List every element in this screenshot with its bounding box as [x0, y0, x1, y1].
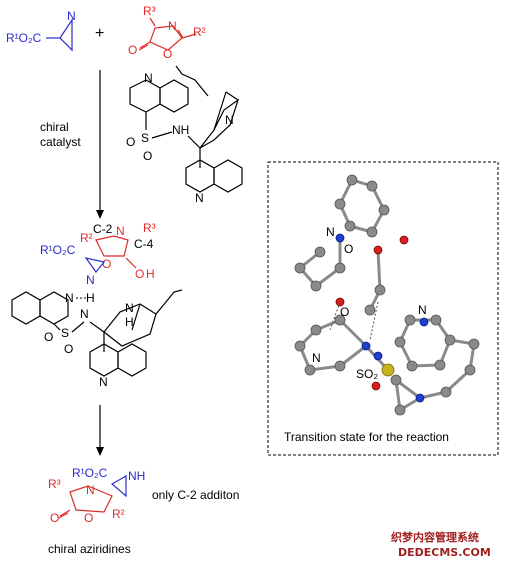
watermark-line1: 织梦内容管理系统 — [391, 530, 479, 544]
oxazolone-r2-label: R² — [193, 25, 206, 39]
ts-c2-label: C-2 — [93, 222, 113, 236]
ts3d-n2-label: N — [312, 351, 321, 365]
ts3d-caption: Transition state for the reaction — [284, 430, 449, 444]
oxazolone-r3-label: R³ — [143, 4, 156, 18]
product-r2-label: R² — [112, 507, 125, 521]
product-r3-label: R³ — [48, 477, 61, 491]
ts-oh-o-label: O — [135, 267, 144, 281]
ts-o-ring-label: O — [102, 257, 111, 271]
plus-sign: + — [95, 25, 104, 42]
product-ester-label: R¹O₂C — [72, 466, 108, 480]
ts-r3-label: R³ — [143, 221, 156, 235]
ts-r2-label: R² — [80, 231, 93, 245]
step-label-line2: catalyst — [40, 135, 81, 149]
product-n-label: N — [86, 483, 95, 497]
catalyst-nh-label: NH — [172, 123, 189, 137]
ts-c4-label: C-4 — [134, 237, 154, 251]
azirine-n-label: N — [67, 9, 76, 23]
watermark-line2: DEDECMS.COM — [398, 546, 491, 559]
reactant-azirine: R¹O₂C N — [6, 9, 76, 52]
ts-quinoline-n-label: N — [65, 291, 74, 305]
ts-quinoline2-n-label: N — [99, 375, 108, 389]
product-nh-label: NH — [128, 469, 145, 483]
catalyst-quinuclidine-n: N — [225, 113, 234, 127]
product-name: chiral aziridines — [48, 542, 131, 556]
ts3d-so2-label: SO₂ — [356, 367, 378, 381]
oxazolone-o-ring-label: O — [163, 47, 172, 61]
ts-so-o2-label: O — [64, 342, 73, 356]
ts-sulfonamide-n-label: N — [80, 307, 89, 321]
ts-3d-box — [267, 161, 499, 456]
catalyst-quinoline2-n: N — [195, 191, 204, 205]
reactant-oxazolone: R³ N R² O O — [128, 4, 206, 61]
catalyst-o2-label: O — [143, 149, 152, 163]
product-note: only C-2 additon — [152, 488, 239, 502]
ts-s-label: S — [61, 326, 69, 340]
product-aziridine: R¹O₂C NH R³ N R² O O — [48, 466, 145, 525]
product-o-carbonyl-label: O — [50, 511, 59, 525]
ts3d-n3-label: N — [418, 303, 427, 317]
oxazolone-o-carbonyl-label: O — [128, 43, 137, 57]
ts-aziridine-n-label: N — [86, 273, 95, 287]
catalyst-structure: N S O O NH N N — [126, 65, 243, 205]
catalyst-o1-label: O — [126, 135, 135, 149]
ts-h1-label: H — [86, 291, 95, 305]
ts-so-o1-label: O — [44, 330, 53, 344]
azirine-ester-label: R¹O₂C — [6, 31, 42, 45]
ts-quinuclidine-h-label: H — [125, 315, 134, 329]
product-o-ring-label: O — [84, 511, 93, 525]
transition-state-2d: C-2 C-4 R² R³ N O O H R¹O₂C N N H N S O … — [11, 221, 183, 389]
ts-n-ox-label: N — [116, 224, 125, 238]
catalyst-quinoline-n: N — [144, 71, 153, 85]
ts-quinuclidine-n-label: N — [125, 301, 134, 315]
oxazolone-n-label: N — [168, 19, 177, 33]
ts-3d-model — [294, 174, 480, 416]
step-label-line1: chiral — [40, 120, 69, 134]
ts-ester-label: R¹O₂C — [40, 243, 76, 257]
ts3d-o1-label: O — [344, 242, 353, 256]
ts-oh-h-label: H — [146, 267, 155, 281]
catalyst-s-label: S — [141, 131, 149, 145]
ts3d-n1-label: N — [326, 225, 335, 239]
ts3d-o2-label: O — [340, 305, 349, 319]
